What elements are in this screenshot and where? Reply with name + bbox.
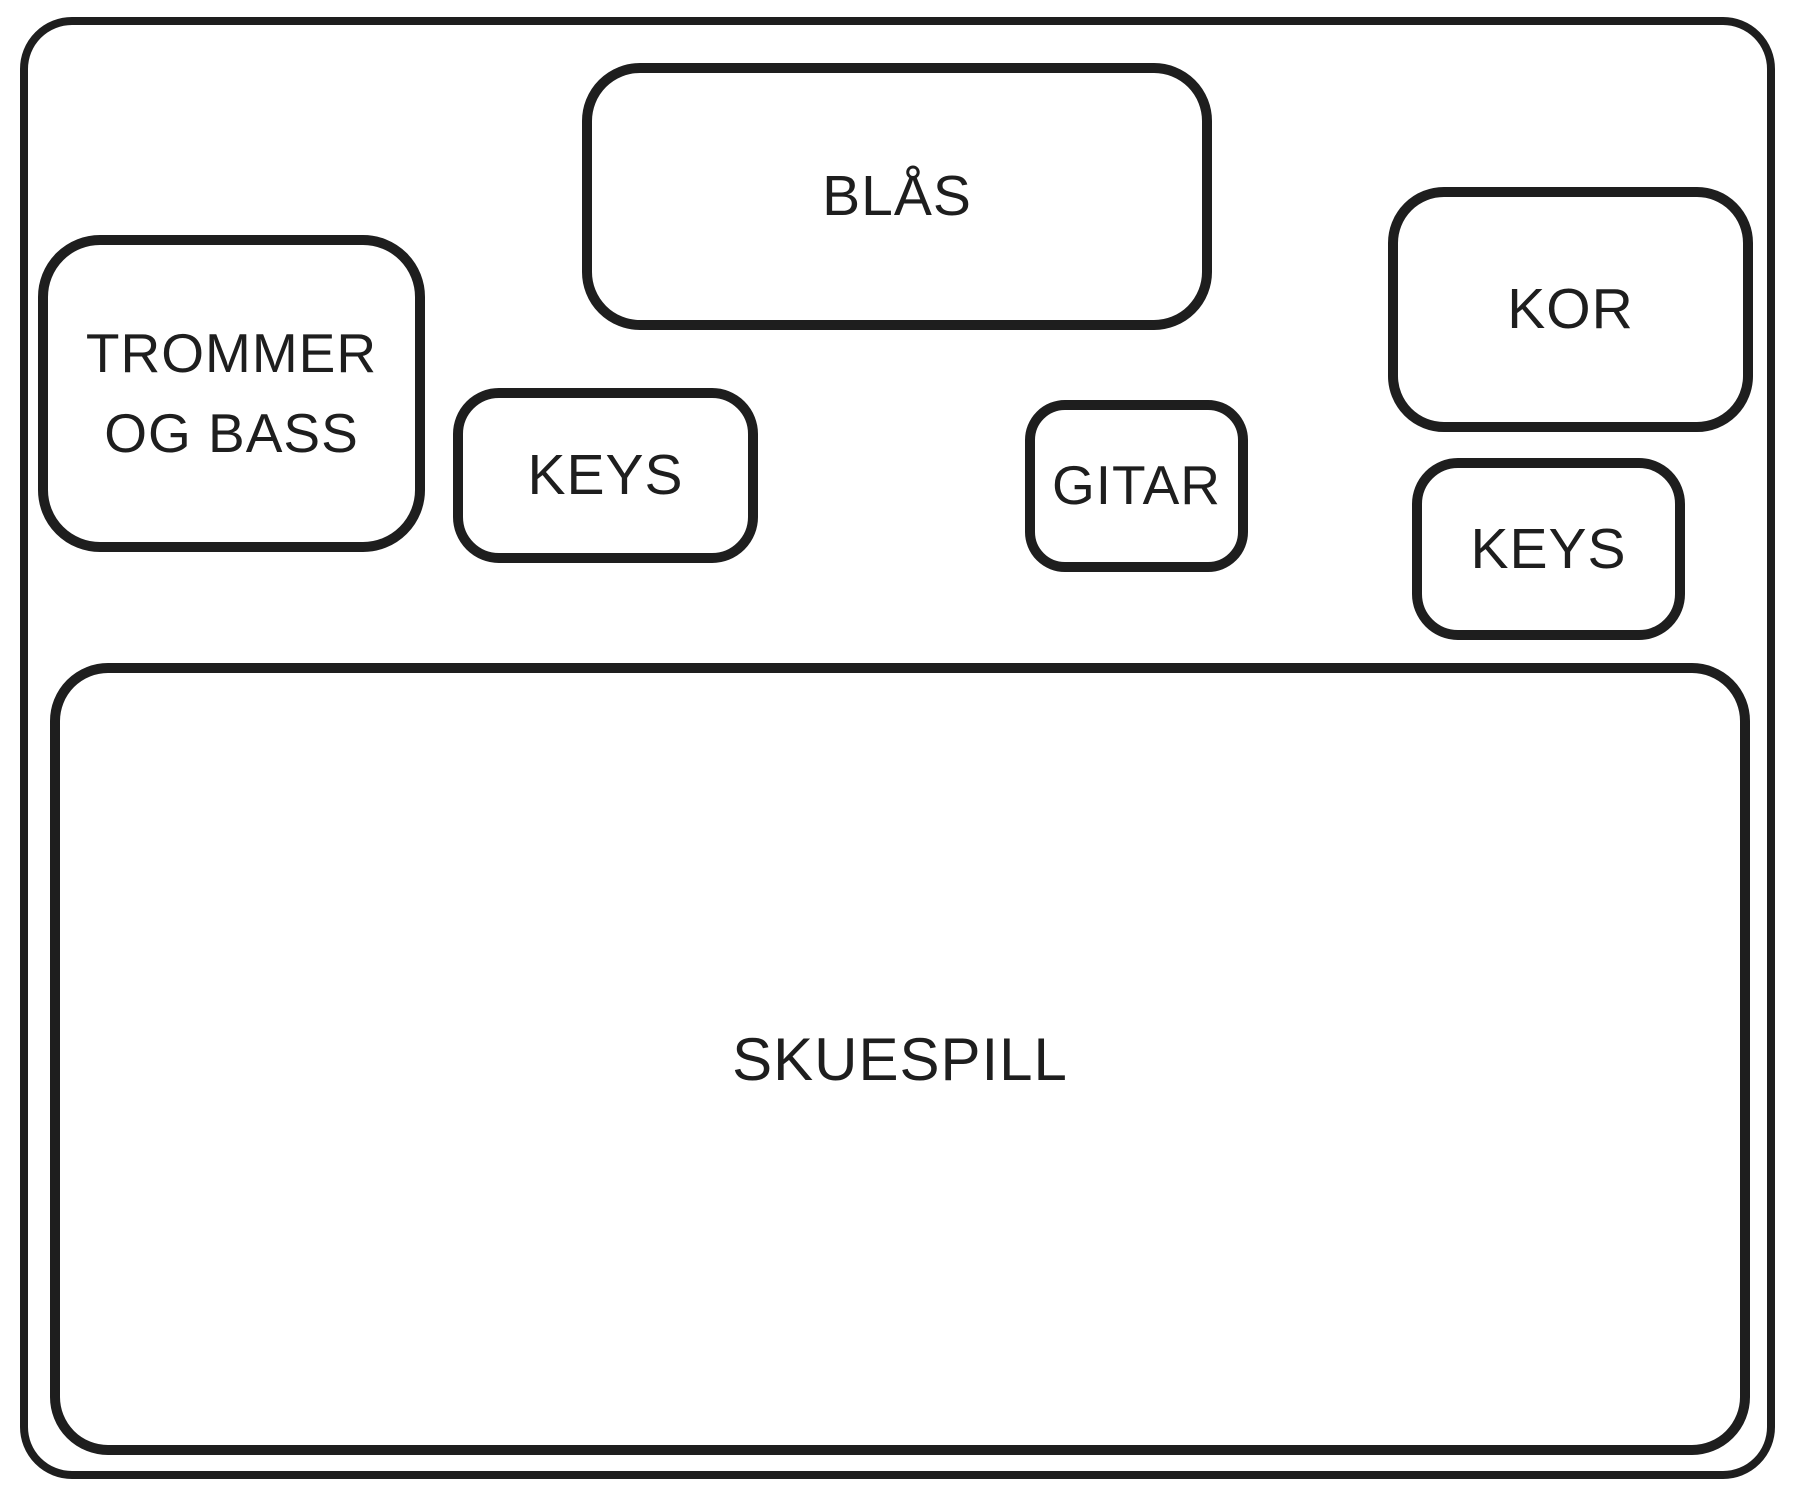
area-blas: BLÅS: [582, 63, 1212, 330]
area-keys-right-label: KEYS: [1470, 516, 1627, 581]
area-skuespill: SKUESPILL: [50, 663, 1750, 1455]
area-trommer-og-bass-label: TROMMER OG BASS: [85, 321, 378, 464]
area-keys-right: KEYS: [1412, 458, 1685, 640]
area-blas-label: BLÅS: [822, 164, 972, 229]
area-gitar-label: GITAR: [1052, 454, 1221, 517]
area-gitar: GITAR: [1025, 400, 1248, 572]
area-skuespill-label: SKUESPILL: [732, 1025, 1068, 1093]
area-keys-left-label: KEYS: [527, 443, 684, 508]
area-keys-left: KEYS: [453, 388, 758, 563]
area-trommer-og-bass: TROMMER OG BASS: [38, 235, 425, 552]
area-kor-label: KOR: [1507, 277, 1634, 342]
area-kor: KOR: [1388, 187, 1753, 432]
